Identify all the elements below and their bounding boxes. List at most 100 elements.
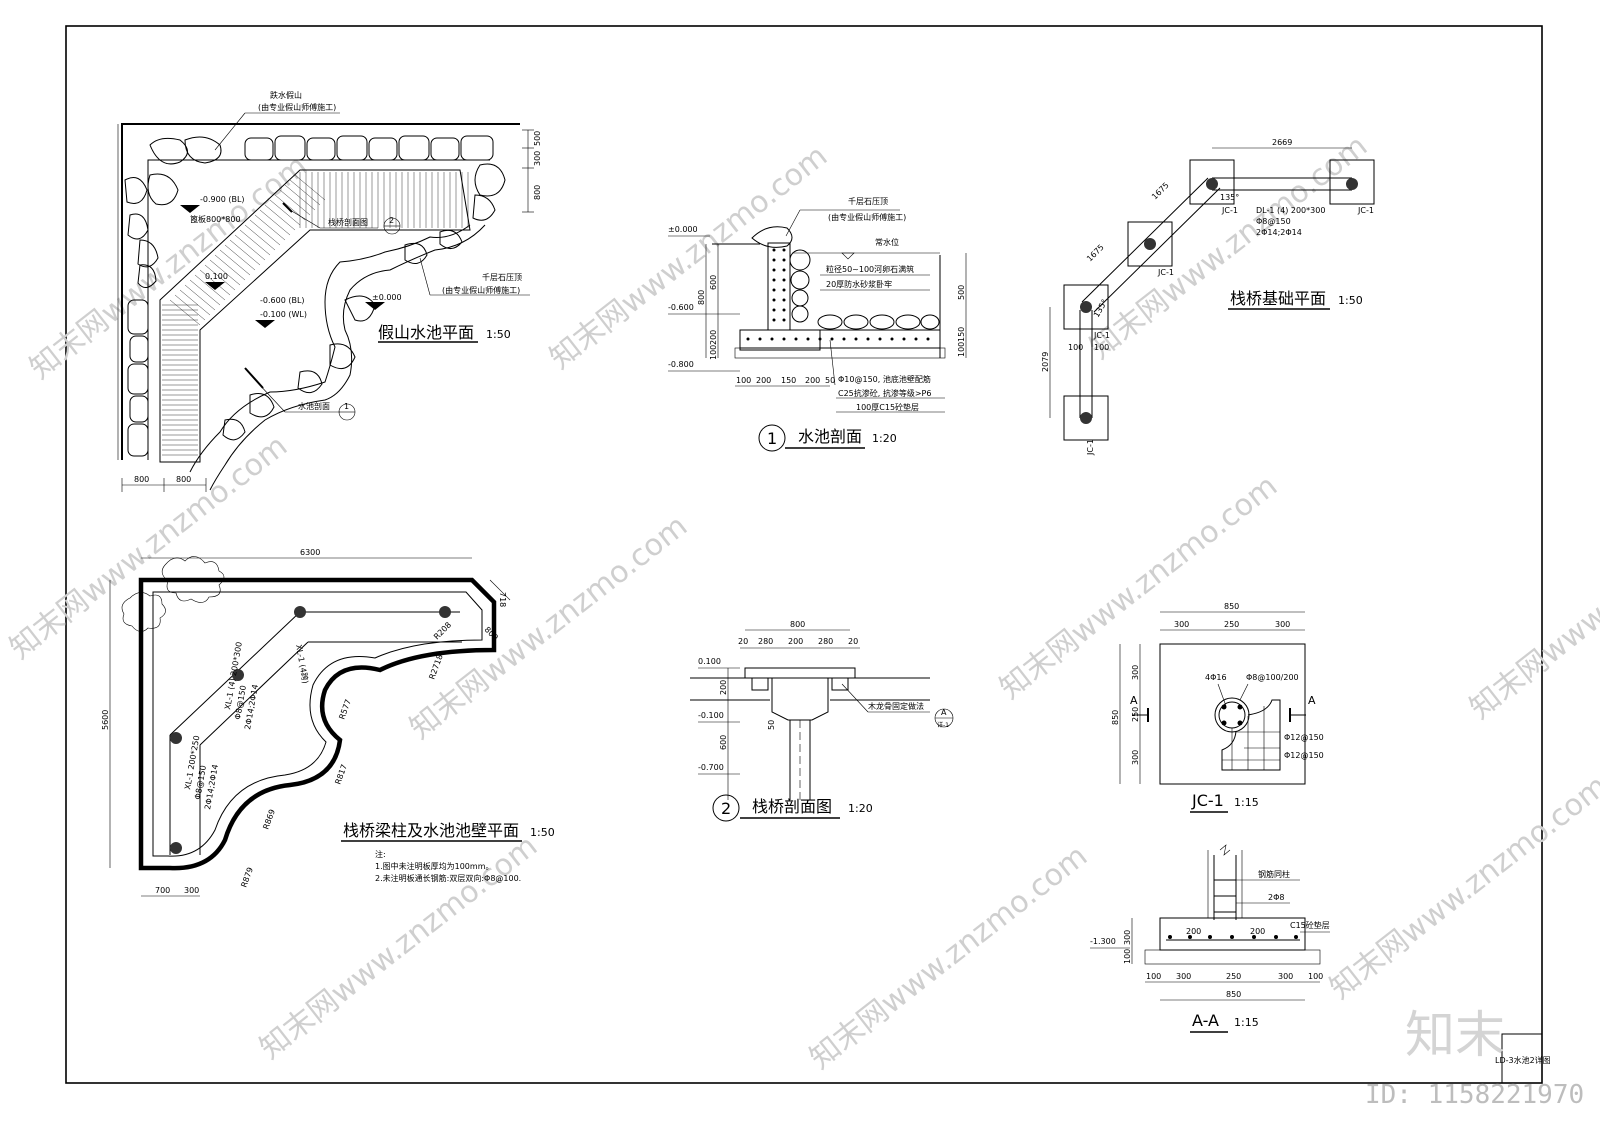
dimension: 500 bbox=[533, 131, 542, 146]
callout-label: 粒径50~100河卵石满筑 bbox=[826, 264, 914, 274]
callout-label: 100厚C15砼垫层 bbox=[856, 402, 919, 412]
section-number: 2 bbox=[721, 799, 731, 818]
watermark-text: 知末网www.znzmo.com bbox=[1323, 768, 1600, 1006]
level-label: 0.100 bbox=[205, 272, 228, 281]
foundation-tag: JC-1 bbox=[1157, 268, 1174, 277]
dimension: 100 bbox=[1308, 972, 1323, 981]
plan-title: JC-1 bbox=[1191, 791, 1224, 810]
dimension: 300 bbox=[1131, 750, 1140, 765]
dimension: 280 bbox=[818, 637, 833, 646]
watermark-text: 知末网www.znzmo.com bbox=[1463, 488, 1600, 726]
dimension: 280 bbox=[758, 637, 773, 646]
callout-label: 千层石压顶 bbox=[848, 196, 888, 206]
callout-label: 水池剖面 bbox=[298, 401, 330, 411]
dimension: 500 bbox=[957, 285, 966, 300]
dimension: 1675 bbox=[1150, 181, 1171, 202]
level-label: -0.700 bbox=[698, 763, 724, 772]
section-title: 栈桥剖面图 bbox=[752, 797, 832, 816]
radius: R869 bbox=[261, 808, 277, 831]
callout-label: C15砼垫层 bbox=[1290, 920, 1330, 930]
foundation-tag: JC-1 bbox=[1357, 206, 1374, 215]
angle: 135° bbox=[1092, 298, 1109, 319]
dimension: 600 bbox=[719, 735, 728, 750]
section-title: A-A bbox=[1192, 1011, 1219, 1030]
section-mark: A bbox=[1308, 694, 1316, 707]
plan-scale: 1:50 bbox=[486, 328, 511, 341]
dimension: 50 bbox=[767, 720, 776, 730]
watermark-text: 知末网www.znzmo.com bbox=[3, 428, 294, 666]
callout-label: C25抗渗砼, 抗渗等级>P6 bbox=[838, 388, 931, 398]
dimension: 200 bbox=[788, 637, 803, 646]
dimension: 20 bbox=[848, 637, 858, 646]
dimension: 100 bbox=[736, 376, 751, 385]
dimension: 200 bbox=[756, 376, 771, 385]
dimension: 150 bbox=[957, 327, 966, 342]
level-label: -0.100 bbox=[698, 711, 724, 720]
image-id: ID: 1158221970 bbox=[1365, 1080, 1585, 1110]
plan-scale: 1:50 bbox=[1338, 294, 1363, 307]
dimension: 100 bbox=[1068, 343, 1083, 352]
callout-label: 木龙骨固定做法 bbox=[868, 701, 924, 711]
plan-title: 栈桥基础平面 bbox=[1230, 289, 1326, 308]
callout-label: Φ10@150, 池底池壁配筋 bbox=[838, 374, 931, 384]
jc1-footing-plan: 850 300 250 300 850 300 250 300 A bbox=[1111, 602, 1324, 813]
dimension: 2079 bbox=[1041, 352, 1050, 372]
level-label: ±0.000 bbox=[668, 225, 698, 234]
ref-sheet: 详-1 bbox=[937, 721, 949, 729]
callout-label: 常水位 bbox=[875, 237, 899, 247]
ref-number: 2 bbox=[389, 216, 394, 225]
note-heading: 注: bbox=[375, 849, 386, 859]
dimension: 800 bbox=[697, 290, 706, 305]
plan-title: 假山水池平面 bbox=[378, 323, 474, 342]
beam-note: XL-1 (4跨) bbox=[294, 644, 310, 685]
dimension: 200 bbox=[1250, 927, 1265, 936]
callout-label: (由专业假山师傅施工) bbox=[442, 285, 520, 295]
ref-letter: A bbox=[941, 708, 947, 717]
level-label: 0.100 bbox=[698, 657, 721, 666]
section-scale: 1:20 bbox=[848, 802, 873, 815]
level-label: -0.900 (BL) bbox=[200, 195, 245, 204]
radius: R208 bbox=[432, 620, 453, 641]
watermark-text: 知末网www.znzmo.com bbox=[803, 838, 1094, 1076]
foundation-tag: JC-1 bbox=[1093, 331, 1110, 340]
plan-scale: 1:15 bbox=[1234, 796, 1259, 809]
aa-section: 200 200 钢筋同柱 2Φ8 C15砼垫层 -1.300 300 100 1… bbox=[1090, 844, 1330, 1033]
beam-note: 2Φ14;2Φ14 bbox=[1256, 228, 1302, 237]
dimension: 300 bbox=[1278, 972, 1293, 981]
site-logo: 知末 bbox=[1405, 1006, 1505, 1064]
dimension: 850 bbox=[1226, 990, 1241, 999]
dimension: 600 bbox=[709, 275, 718, 290]
dimension: 800 bbox=[134, 475, 149, 484]
dimension: 200 bbox=[1186, 927, 1201, 936]
section-number: 1 bbox=[767, 429, 777, 448]
dimension: 200 bbox=[805, 376, 820, 385]
level-label: -0.600 bbox=[668, 303, 694, 312]
callout-label: (由专业假山师傅施工) bbox=[258, 102, 336, 112]
dimension: 700 bbox=[155, 886, 170, 895]
bridge-section: 800 20 280 200 280 20 0.100 -0.100 -0.70… bbox=[690, 620, 954, 822]
dimension: 50 bbox=[825, 376, 835, 385]
dimension: 250 bbox=[1131, 707, 1140, 722]
dimension: 800 bbox=[483, 625, 500, 642]
radius: R879 bbox=[239, 866, 255, 889]
beam-note: DL-1 (4) 200*300 bbox=[1256, 206, 1325, 215]
ref-number: 1 bbox=[344, 402, 349, 411]
section-title: 水池剖面 bbox=[798, 427, 862, 446]
beam-note: Φ8@150 bbox=[1256, 217, 1291, 226]
level-label: -0.800 bbox=[668, 360, 694, 369]
dimension: 300 bbox=[1174, 620, 1189, 629]
rebar-note: Φ12@150 bbox=[1284, 751, 1324, 760]
dimension: 5600 bbox=[101, 710, 110, 730]
note-line: 1.图中未注明板厚均为100mm。 bbox=[375, 861, 494, 871]
angle: 135° bbox=[1220, 193, 1239, 202]
foundation-tag: JC-1 bbox=[1221, 206, 1238, 215]
radius: R2718 bbox=[427, 653, 444, 680]
dimension: 300 bbox=[1123, 930, 1132, 945]
dimension: 20 bbox=[738, 637, 748, 646]
level-label: -1.300 bbox=[1090, 937, 1116, 946]
section-mark: A bbox=[1130, 694, 1138, 707]
plan-scale: 1:50 bbox=[530, 826, 555, 839]
dimension: 300 bbox=[1176, 972, 1191, 981]
dimension: 250 bbox=[1224, 620, 1239, 629]
